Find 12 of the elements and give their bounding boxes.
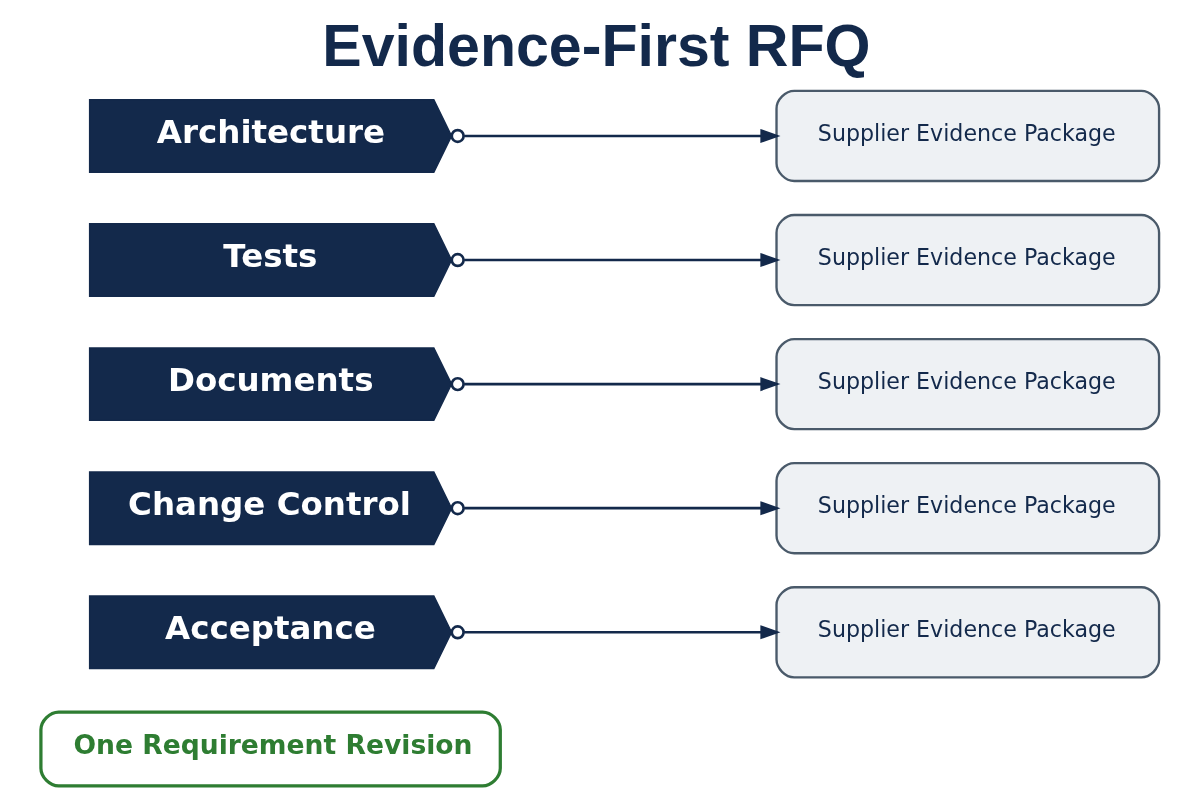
diagram-title: Evidence-First RFQ (322, 12, 871, 79)
node-box: Supplier Evidence Package (775, 461, 1161, 555)
node-box: One Requirement Revision (39, 710, 502, 788)
arrow (450, 376, 781, 392)
arrow (450, 625, 781, 640)
node-box: Supplier Evidence Package (775, 337, 1161, 431)
arrow (450, 252, 781, 268)
arrow (450, 500, 781, 516)
node-box: Supplier Evidence Package (775, 213, 1161, 307)
node-box: Supplier Evidence Package (775, 89, 1161, 183)
node-box: Supplier Evidence Package (775, 586, 1161, 679)
arrow (450, 128, 781, 144)
